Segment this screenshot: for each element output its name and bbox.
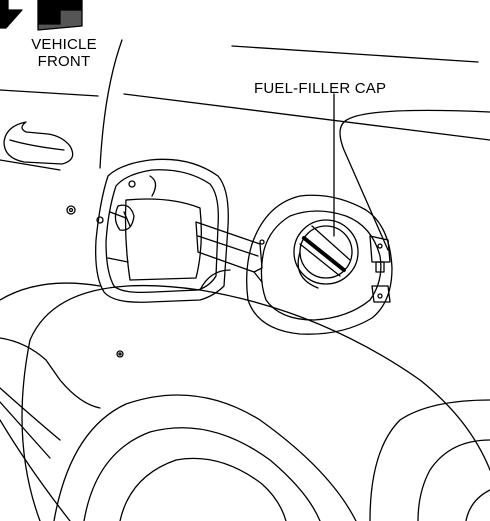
vehicle-front-line2: FRONT	[37, 53, 91, 70]
wheel-arch	[0, 269, 490, 521]
vehicle-front-arrow-icon	[0, 0, 83, 31]
body-panel-lines	[0, 39, 490, 251]
door-handle-recess	[3, 121, 74, 165]
small-bolt-icon	[116, 350, 124, 358]
bolt-icon	[66, 205, 76, 215]
vehicle-front-line1: VEHICLE	[31, 36, 97, 53]
fuel-lid-hinge	[195, 221, 265, 283]
filler-housing	[246, 194, 393, 335]
fuel-filler-cap-icon	[293, 219, 359, 289]
fuel-lid	[95, 158, 229, 303]
vehicle-front-label: VEHICLE FRONT	[22, 36, 106, 70]
fuel-filler-cap-label: FUEL-FILLER CAP	[254, 80, 387, 97]
